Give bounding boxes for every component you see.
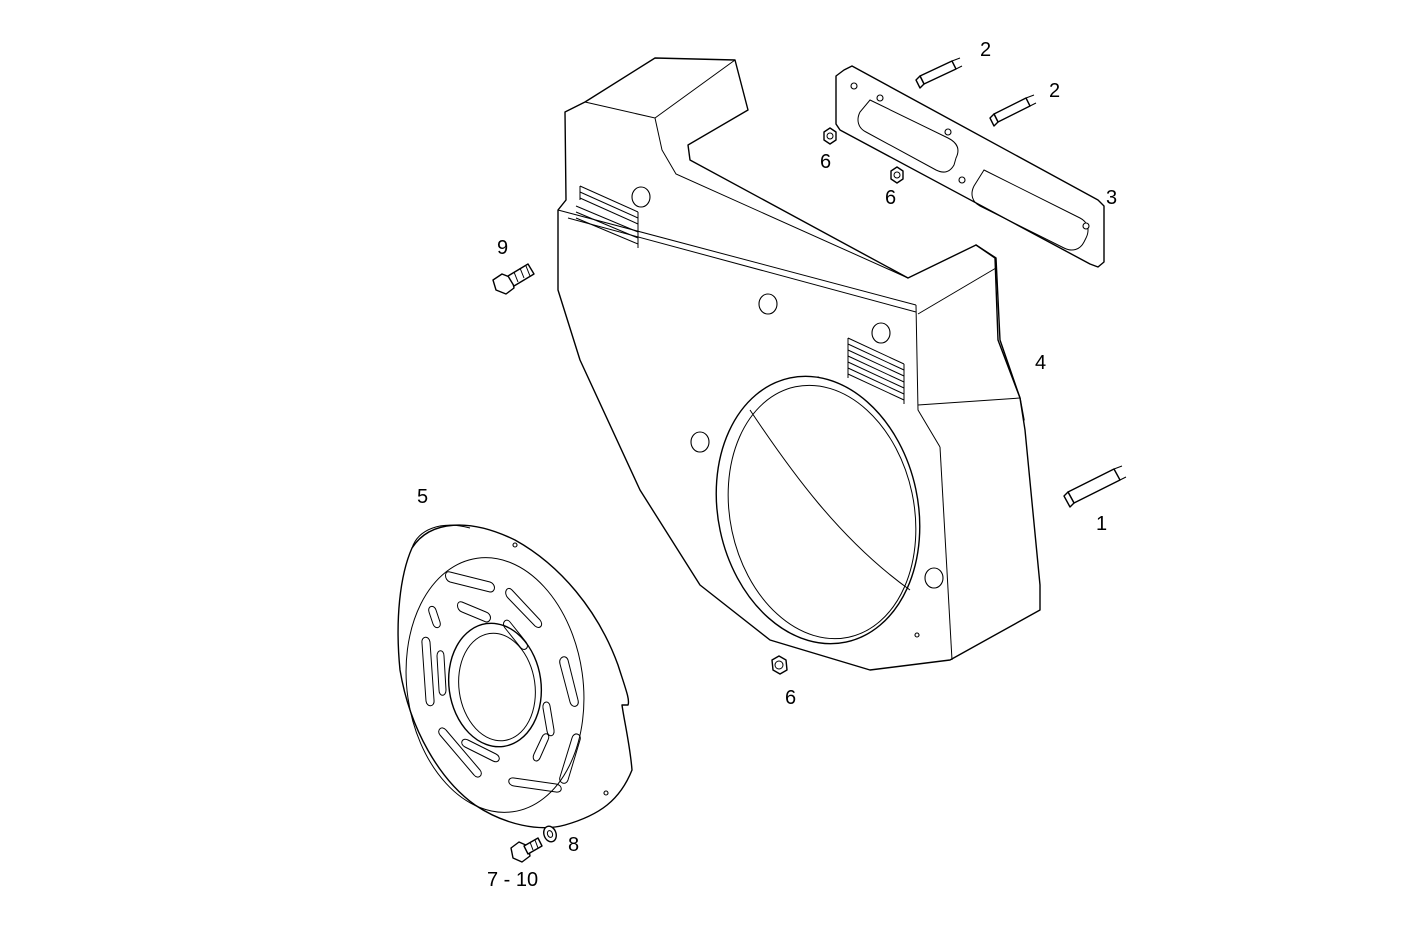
label-8: 8 [568,834,579,856]
part-8-washer [543,825,557,843]
part-4-housing [557,57,1041,671]
part-6-nut-a [823,127,837,145]
label-2b: 2 [1049,80,1060,102]
part-1-spacer [1063,465,1127,508]
part-6-nut-b [890,166,904,184]
label-6b: 6 [885,187,896,209]
part-7-10-screw [510,837,543,863]
part-9-bolt [492,263,535,295]
part-6-nut-c [771,655,788,675]
label-6c: 6 [785,687,796,709]
part-2-spacer-top-a [915,57,963,89]
part-5-guard-plate [397,524,633,829]
label-6a: 6 [820,151,831,173]
label-7-10: 7 - 10 [487,869,538,891]
label-9: 9 [497,237,508,259]
label-5: 5 [417,486,428,508]
part-3-gasket [835,65,1105,268]
label-2a: 2 [980,39,991,61]
label-3: 3 [1106,187,1117,209]
part-2-spacer-top-b [989,94,1037,127]
label-4: 4 [1035,352,1046,374]
label-1: 1 [1096,513,1107,535]
